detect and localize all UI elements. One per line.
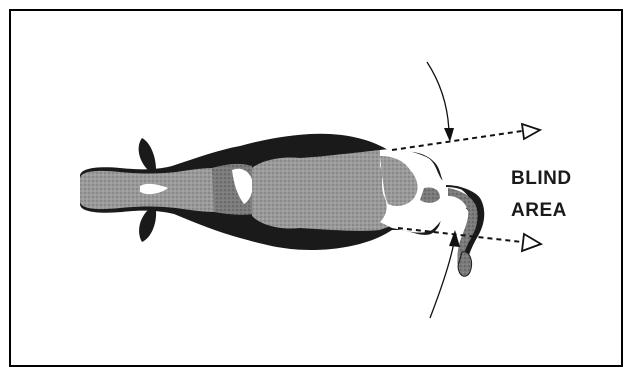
cow-back [252, 150, 396, 231]
upper-curved-arrow [427, 62, 454, 142]
lower-arrowhead-open [522, 234, 541, 251]
blind-area-label-line1: BLIND [511, 163, 572, 195]
left-ear [139, 138, 156, 170]
blind-area-label: BLIND AREA [511, 163, 572, 227]
blind-area-label-line2: AREA [511, 195, 572, 227]
upper-arrowhead-open [522, 124, 540, 139]
lower-curved-arrow [430, 230, 460, 318]
upper-sight-line [392, 124, 540, 150]
cow-top-view [80, 134, 484, 277]
right-ear [139, 210, 156, 242]
